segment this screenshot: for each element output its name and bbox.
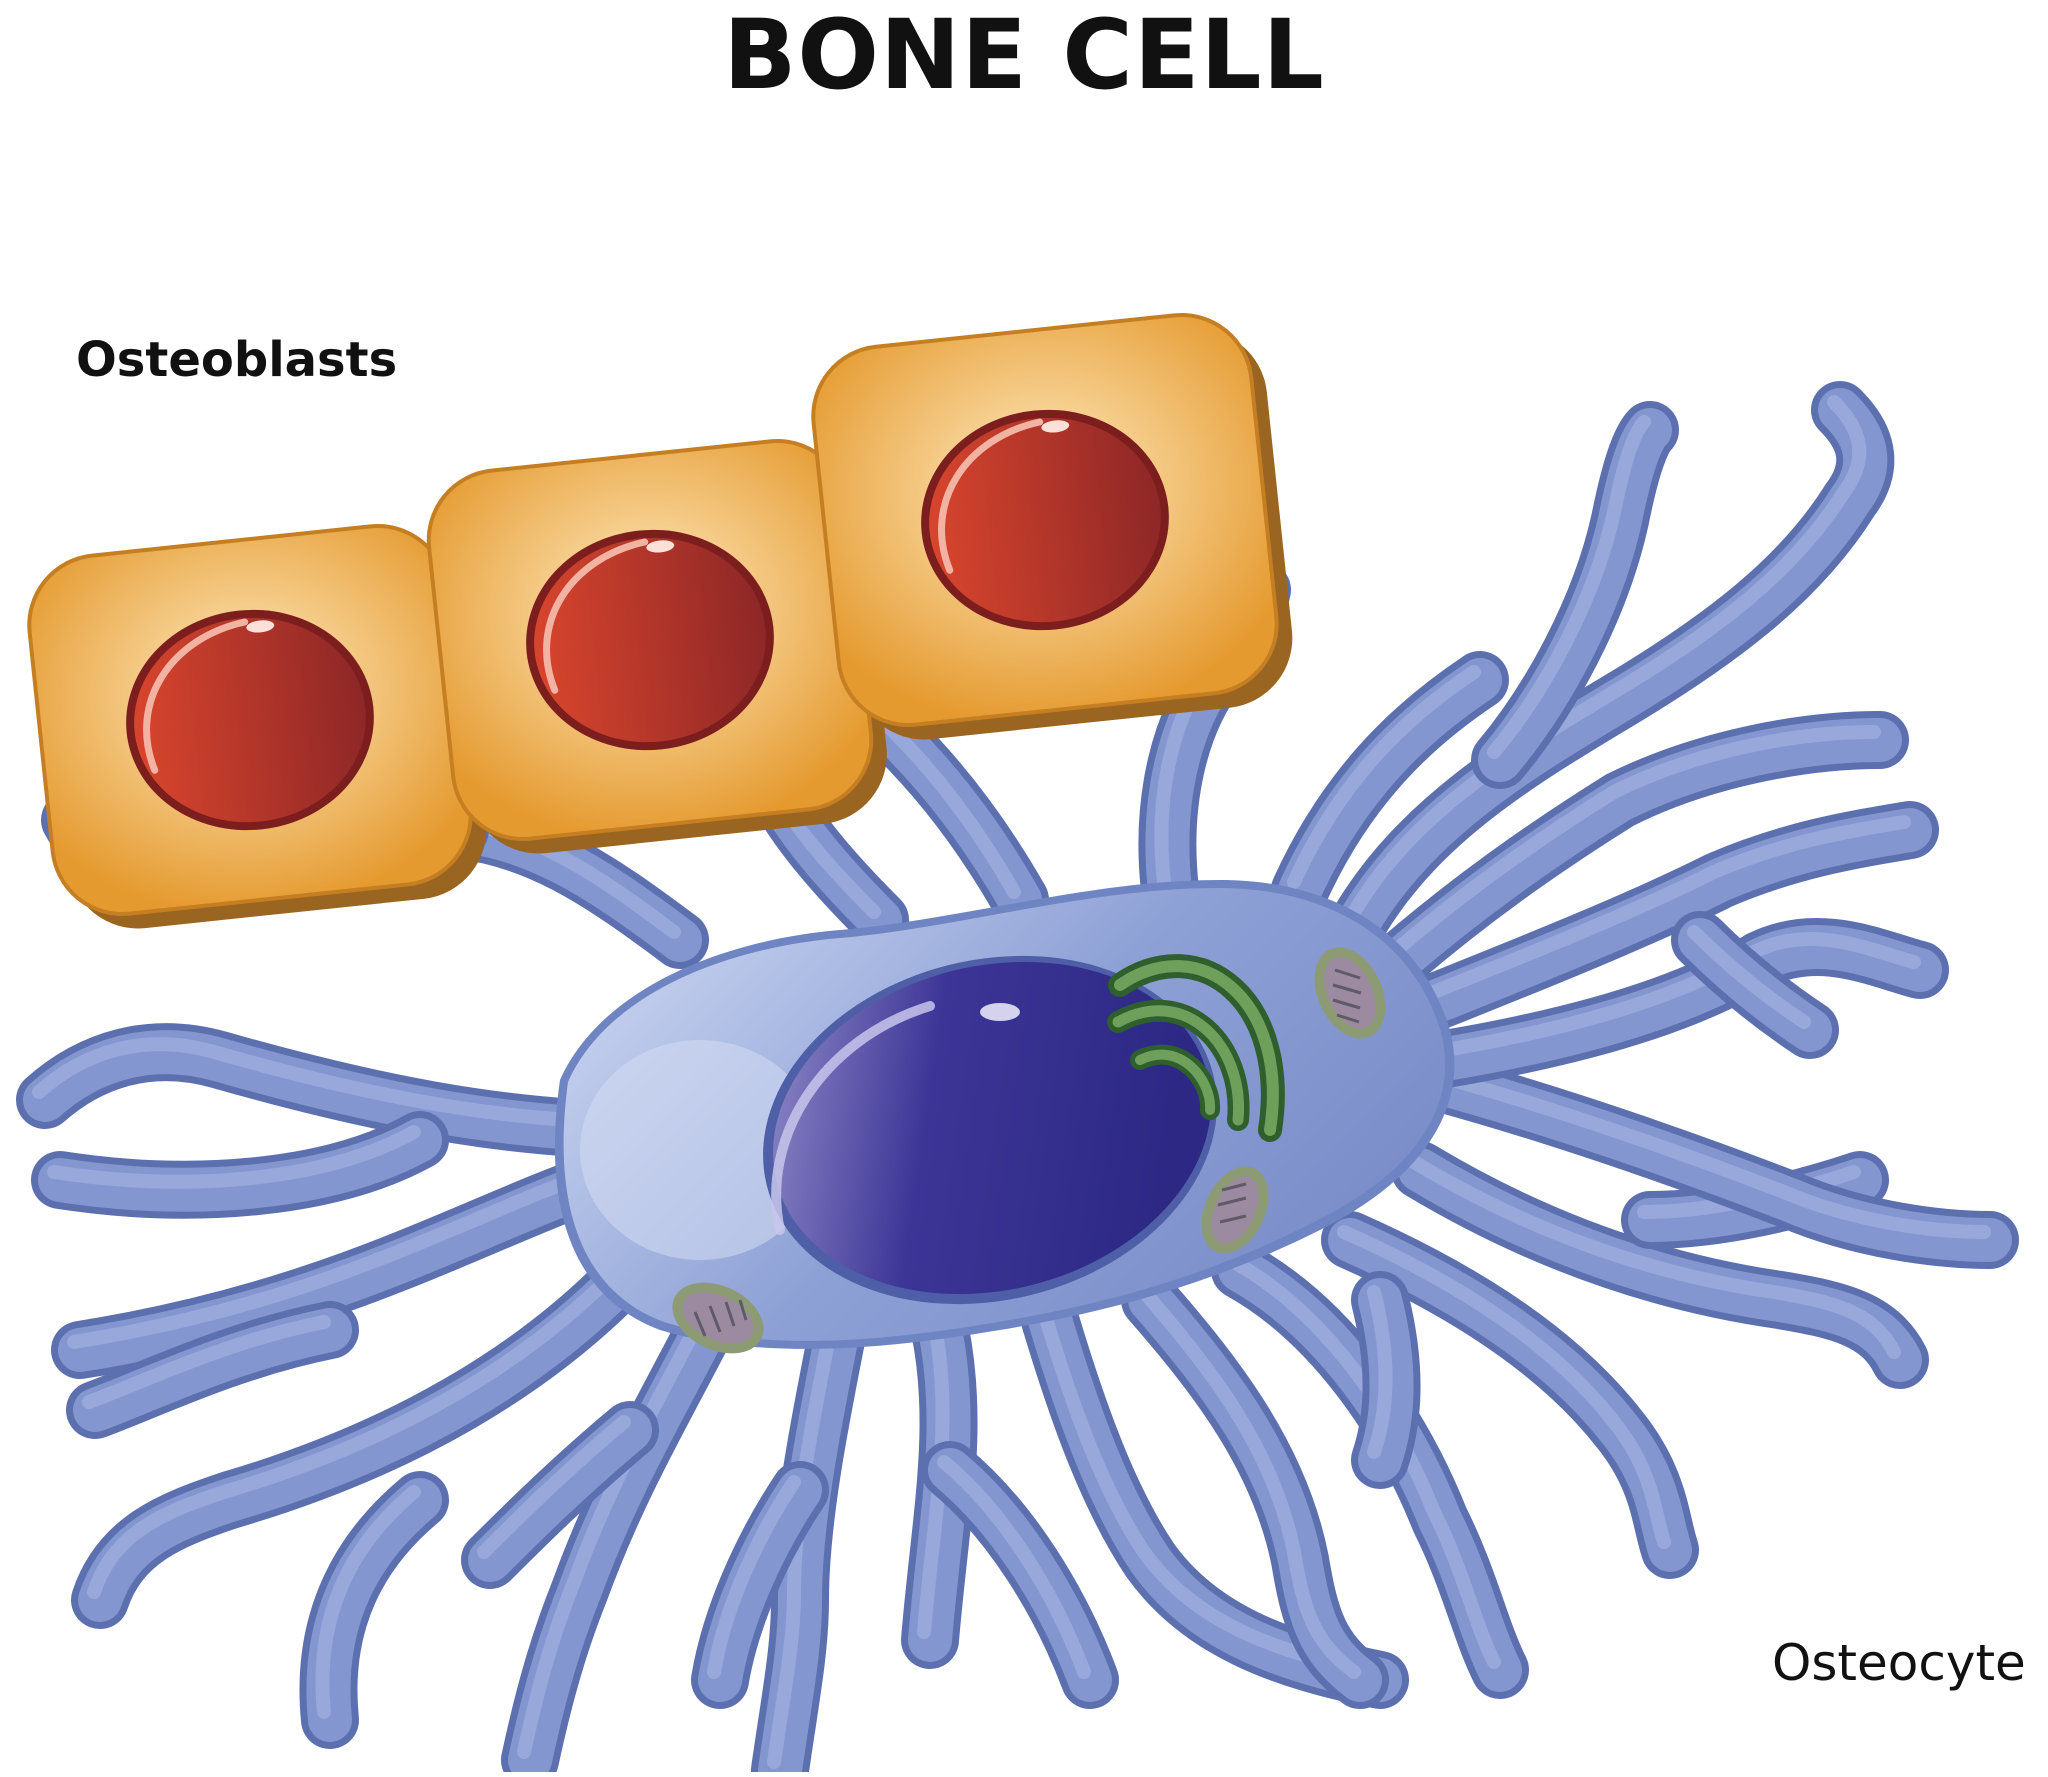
- osteocyte-process: [1478, 408, 1672, 782]
- osteocyte-process: [1418, 808, 1932, 1022]
- osteocyte-process: [517, 1285, 721, 1759]
- osteocyte-process: [477, 1415, 631, 1559]
- osteoblast-cell: [27, 523, 487, 929]
- osteocyte-process: [73, 1308, 352, 1432]
- osteocyte-process: [1417, 1065, 1991, 1239]
- osteocyte-process: [1227, 1255, 1501, 1669]
- golgi-apparatus: [1107, 954, 1285, 1142]
- mitochondrion: [1201, 1166, 1269, 1254]
- osteocyte-process: [937, 1455, 1091, 1679]
- osteocyte-process: [468, 1408, 652, 1582]
- osteocyte-process: [1378, 718, 1902, 982]
- osteocyte-process: [1687, 925, 1811, 1029]
- osteocyte-process: [82, 1315, 331, 1409]
- osteoblast-cell: [811, 312, 1293, 740]
- osteocyte-process: [58, 1158, 622, 1372]
- osteocyte-process: [1407, 1155, 1901, 1359]
- osteocyte-process: [315, 1485, 421, 1719]
- nucleus: [763, 955, 1217, 1305]
- osteocyte-process: [1367, 1285, 1393, 1459]
- osteocyte-process: [1287, 665, 1481, 889]
- osteoblasts-label: Osteoblasts: [76, 332, 398, 388]
- osteocyte-process: [1487, 415, 1651, 759]
- osteocyte-process: [1337, 1225, 1671, 1549]
- osteocyte-process: [707, 1475, 801, 1679]
- osteocyte-process: [508, 1278, 742, 1777]
- osteocyte-process: [47, 1125, 421, 1189]
- osteocyte-process: [698, 1468, 822, 1702]
- osteocyte-process: [1037, 1305, 1381, 1679]
- osteocyte-label: Osteocyte: [1772, 1634, 2026, 1692]
- osteocyte-process: [1347, 395, 1867, 919]
- osteocyte-process: [767, 1305, 841, 1769]
- osteocyte-process: [78, 1238, 662, 1622]
- osteocyte-process: [87, 1245, 641, 1599]
- osteocyte-process: [32, 1037, 641, 1129]
- osteocyte-process: [1137, 1285, 1361, 1679]
- mitochondrion: [672, 1282, 764, 1354]
- page-title: BONE CELL: [723, 0, 1325, 111]
- osteoblast-cell: [426, 438, 887, 854]
- osteocyte-process: [1278, 658, 1502, 912]
- mitochondrion: [1314, 947, 1386, 1039]
- osteocyte-process: [1387, 725, 1881, 959]
- osteocyte-process: [38, 1118, 442, 1212]
- osteocyte-process: [1427, 815, 1911, 999]
- osteocyte-process: [67, 1165, 601, 1349]
- osteocyte-process: [1338, 388, 1888, 942]
